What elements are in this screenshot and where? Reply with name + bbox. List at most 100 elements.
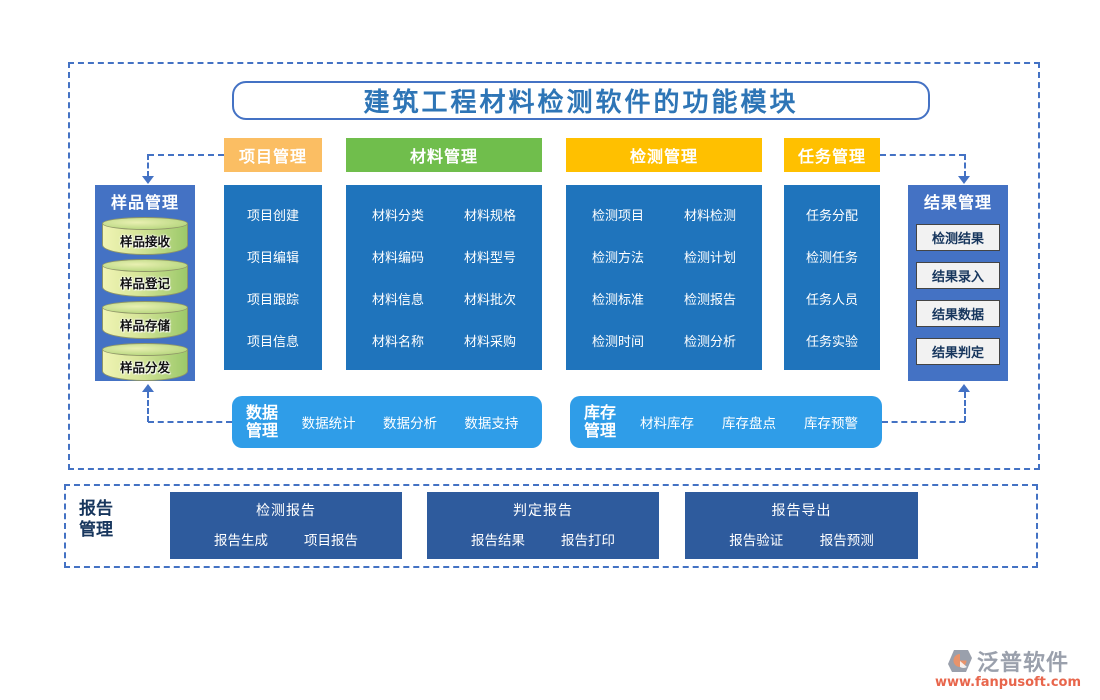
cylinder-top bbox=[102, 217, 188, 230]
connector-task-to-result-v bbox=[964, 154, 966, 177]
database-cylinder-icon: 样品接收 bbox=[102, 217, 188, 255]
header-project-management: 项目管理 bbox=[224, 138, 322, 172]
report-group-judgment-report: 判定报告 报告结果 报告打印 bbox=[427, 492, 659, 559]
connector-task-to-result-h bbox=[880, 154, 965, 156]
module-item: 材料规格 bbox=[463, 208, 516, 224]
title-line: 管理 bbox=[584, 421, 617, 440]
module-item: 报告验证 bbox=[729, 533, 784, 549]
connector-data-to-sample-v bbox=[147, 392, 149, 422]
header-label: 检测管理 bbox=[629, 147, 698, 166]
inventory-management-title: 库存 管理 bbox=[584, 404, 616, 440]
module-item: 材料库存 bbox=[640, 416, 694, 432]
column-task-items: 任务分配 检测任务 任务人员 任务实验 bbox=[784, 185, 880, 370]
module-item: 库存预警 bbox=[803, 416, 858, 432]
label-line: 报告 bbox=[79, 499, 113, 519]
module-item: 检测标准 bbox=[591, 293, 644, 309]
header-label: 材料管理 bbox=[409, 147, 478, 166]
header-label: 项目管理 bbox=[238, 147, 307, 166]
module-item: 检测报告 bbox=[683, 293, 736, 309]
result-item: 结果录入 bbox=[916, 262, 1000, 289]
bottom-dashed-border bbox=[64, 484, 1038, 568]
report-management-label: 报告 管理 bbox=[79, 499, 113, 541]
title-line: 库存 bbox=[584, 403, 617, 422]
data-management-title: 数据 管理 bbox=[246, 404, 278, 440]
module-item: 检测分析 bbox=[683, 335, 736, 351]
fanpu-logo-icon bbox=[947, 650, 972, 672]
vendor-logo: 泛普软件 www.fanpusoft.com bbox=[928, 645, 1088, 690]
title-line: 管理 bbox=[246, 421, 279, 440]
vendor-name: 泛普软件 bbox=[976, 651, 1069, 676]
connector-project-to-sample-v bbox=[147, 154, 149, 177]
inventory-management-box: 库存 管理 材料库存 库存盘点 库存预警 bbox=[570, 396, 882, 448]
sample-item: 样品分发 bbox=[119, 360, 170, 375]
arrow-up-icon bbox=[142, 384, 154, 392]
vendor-url: www.fanpusoft.com bbox=[934, 675, 1082, 690]
report-group-title: 报告导出 bbox=[771, 503, 832, 519]
result-management-title: 结果管理 bbox=[923, 193, 992, 212]
result-management-box: 结果管理 检测结果 结果录入 结果数据 结果判定 bbox=[908, 185, 1008, 381]
module-item: 检测方法 bbox=[591, 250, 644, 266]
module-item: 项目编辑 bbox=[246, 250, 299, 266]
database-cylinder-icon: 样品存储 bbox=[102, 301, 188, 339]
module-item: 任务实验 bbox=[805, 335, 858, 351]
cylinder-top bbox=[102, 343, 188, 356]
module-item: 检测任务 bbox=[805, 250, 858, 266]
data-management-box: 数据 管理 数据统计 数据分析 数据支持 bbox=[232, 396, 542, 448]
module-item: 数据统计 bbox=[301, 416, 356, 432]
report-group-items: 报告结果 报告打印 bbox=[427, 529, 659, 549]
data-management-items: 数据统计 数据分析 数据支持 bbox=[278, 412, 542, 432]
module-item: 材料检测 bbox=[683, 208, 736, 224]
module-item: 报告预测 bbox=[819, 533, 874, 549]
module-item: 数据分析 bbox=[383, 416, 437, 432]
top-dashed-border bbox=[68, 62, 1040, 470]
module-item: 材料型号 bbox=[463, 250, 516, 266]
column-material-items: 材料分类 材料规格 材料编码 材料型号 材料信息 材料批次 材料名称 材料采购 bbox=[346, 185, 542, 370]
sample-item: 样品存储 bbox=[119, 318, 170, 333]
module-item: 检测计划 bbox=[683, 250, 736, 266]
report-group-items: 报告生成 项目报告 bbox=[170, 529, 402, 549]
connector-data-to-sample-h bbox=[148, 421, 232, 423]
arrow-down-icon bbox=[958, 176, 970, 184]
module-item: 材料信息 bbox=[371, 293, 424, 309]
module-item: 材料编码 bbox=[371, 250, 424, 266]
module-item: 报告生成 bbox=[214, 533, 268, 549]
column-project-items: 项目创建 项目编辑 项目跟踪 项目信息 bbox=[224, 185, 322, 370]
module-item: 项目跟踪 bbox=[246, 293, 299, 309]
sample-item: 样品登记 bbox=[119, 276, 170, 291]
report-group-title: 判定报告 bbox=[513, 503, 573, 519]
module-item: 项目报告 bbox=[304, 533, 358, 549]
report-group-items: 报告验证 报告预测 bbox=[685, 529, 918, 549]
header-label: 任务管理 bbox=[797, 147, 866, 166]
result-item: 结果数据 bbox=[916, 300, 1000, 327]
arrow-down-icon bbox=[142, 176, 154, 184]
column-test-items: 检测项目 材料检测 检测方法 检测计划 检测标准 检测报告 检测时间 检测分析 bbox=[566, 185, 762, 370]
diagram-title-box: 建筑工程材料检测软件的功能模块 bbox=[232, 81, 930, 120]
title-line: 数据 bbox=[246, 403, 279, 422]
module-item: 检测项目 bbox=[591, 208, 644, 224]
inventory-management-items: 材料库存 库存盘点 库存预警 bbox=[616, 412, 882, 432]
connector-inventory-to-result-v bbox=[964, 392, 966, 422]
module-item: 库存盘点 bbox=[721, 416, 776, 432]
header-test-management: 检测管理 bbox=[566, 138, 762, 172]
connector-inventory-to-result-h bbox=[882, 421, 965, 423]
result-item: 检测结果 bbox=[916, 224, 1000, 251]
cylinder-body bbox=[102, 308, 188, 339]
module-item: 材料批次 bbox=[463, 293, 516, 309]
module-item: 项目信息 bbox=[246, 335, 299, 351]
diagram-title: 建筑工程材料检测软件的功能模块 bbox=[363, 88, 799, 118]
header-task-management: 任务管理 bbox=[784, 138, 880, 172]
cylinder-top bbox=[102, 301, 188, 314]
result-item: 结果判定 bbox=[916, 338, 1000, 365]
sample-management-box: 样品管理 样品接收 样品登记 样品存储 样品分发 bbox=[95, 185, 195, 381]
report-group-report-export: 报告导出 报告验证 报告预测 bbox=[685, 492, 918, 559]
module-item: 报告结果 bbox=[471, 533, 525, 549]
module-item: 数据支持 bbox=[464, 416, 519, 432]
sample-management-title: 样品管理 bbox=[110, 193, 179, 212]
module-item: 项目创建 bbox=[246, 208, 299, 224]
header-material-management: 材料管理 bbox=[346, 138, 542, 172]
report-group-title: 检测报告 bbox=[256, 503, 316, 519]
module-item: 报告打印 bbox=[561, 533, 615, 549]
module-item: 检测时间 bbox=[591, 335, 644, 351]
module-item: 任务分配 bbox=[805, 208, 858, 224]
